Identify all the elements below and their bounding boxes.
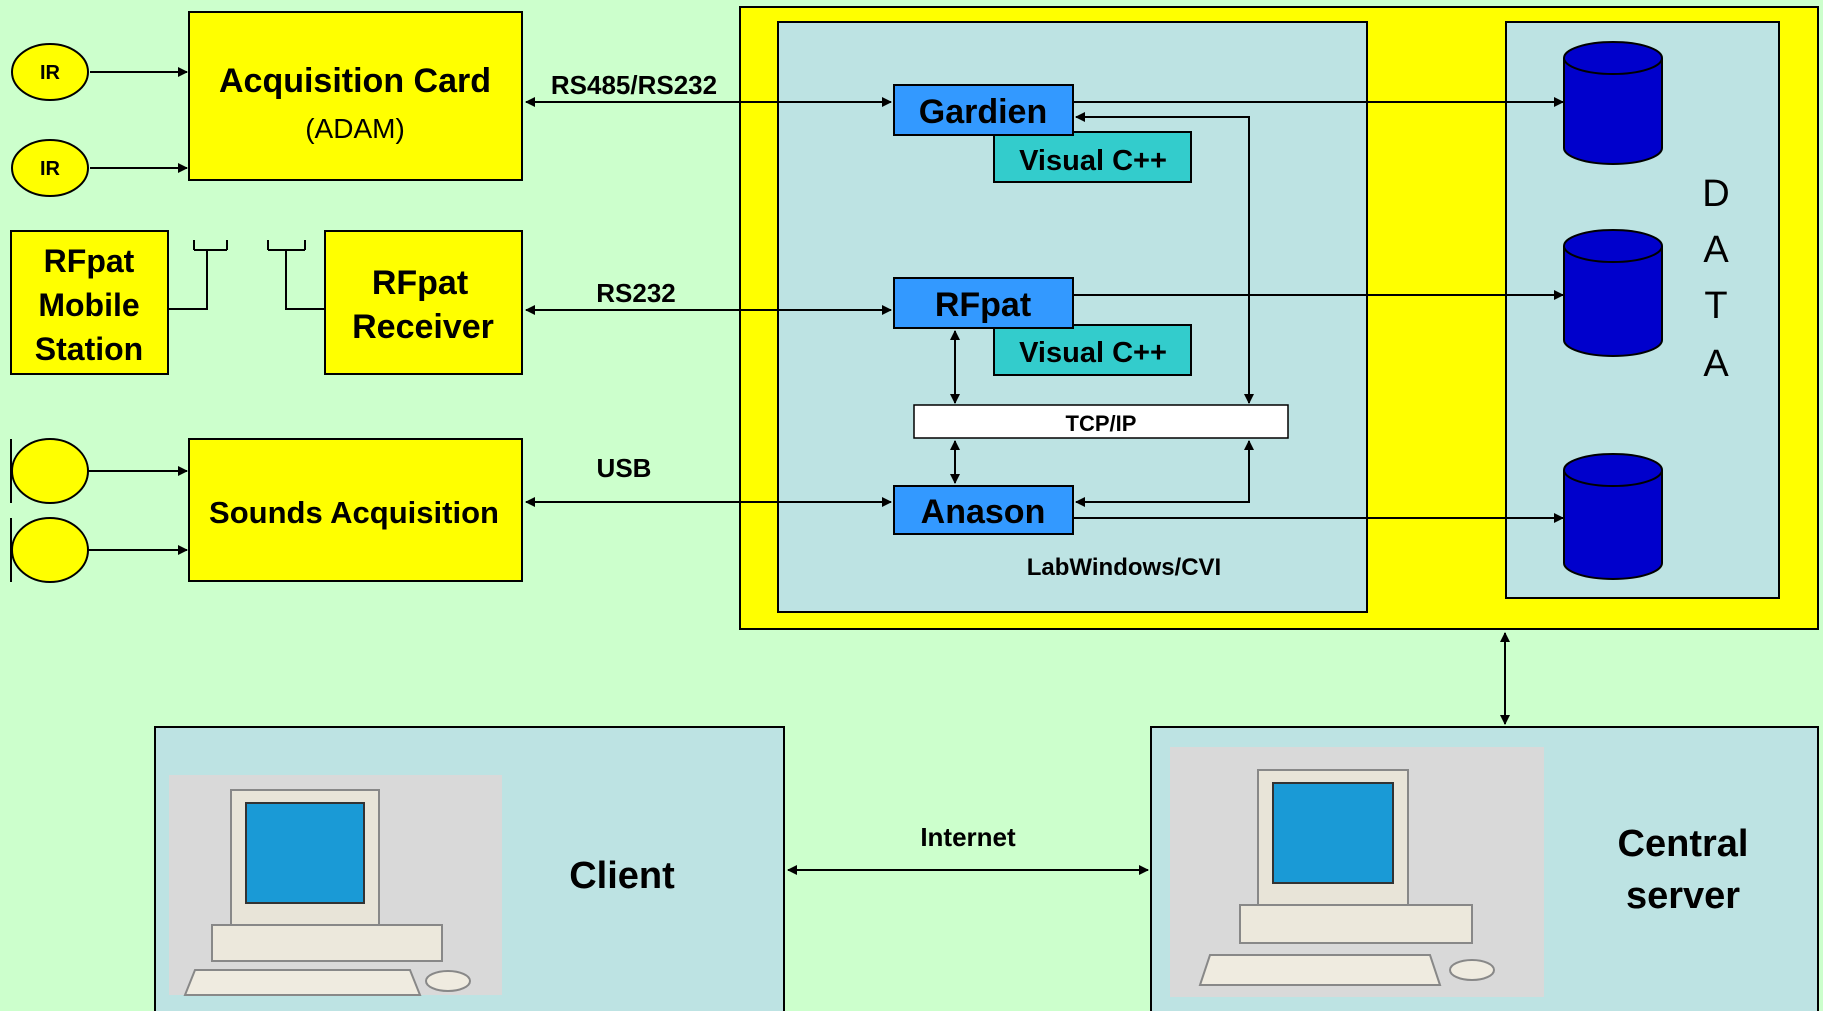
data-letter-d: D <box>1702 173 1729 215</box>
central-server-panel: Central server <box>1150 726 1819 1011</box>
usb-label: USB <box>597 453 652 483</box>
antenna-icon <box>168 240 228 310</box>
ir-top-label: IR <box>40 62 61 84</box>
central-server-line2: server <box>1626 875 1740 917</box>
database-icon <box>1563 229 1663 357</box>
client-label: Client <box>569 855 675 897</box>
computer-icon <box>1170 747 1544 997</box>
rs485-label: RS485/RS232 <box>551 70 717 100</box>
data-letter-a1: A <box>1703 229 1729 271</box>
internet-label: Internet <box>920 822 1016 852</box>
ir-bottom-label: IR <box>40 158 61 180</box>
rfpat-mobile-station-box: RFpat Mobile Station <box>10 230 169 375</box>
ir-sensor-bottom: IR <box>11 139 89 197</box>
rfpat-module <box>893 277 1074 329</box>
rs232-label: RS232 <box>596 278 676 308</box>
database-icon <box>1563 41 1663 165</box>
anason-module <box>893 485 1074 535</box>
rfpat-receiver-line2: Receiver <box>352 308 494 346</box>
database-icon <box>1563 453 1663 580</box>
computer-icon <box>169 775 502 996</box>
rfpat-mobile-line2: Mobile <box>38 287 139 323</box>
sounds-acquisition-label: Sounds Acquisition <box>209 495 499 530</box>
gardien-label: Gardien <box>919 93 1047 131</box>
antenna-icon <box>267 240 325 310</box>
rfpat-label: RFpat <box>935 286 1031 324</box>
ir-sensor-top: IR <box>11 43 89 101</box>
microphone-sensor-bottom <box>10 517 89 583</box>
rfpat-receiver-line1: RFpat <box>372 264 468 302</box>
data-letter-a2: A <box>1703 343 1729 385</box>
gardien-tcpip-link <box>1075 112 1254 404</box>
rfpat-receiver-box: RFpat Receiver <box>324 230 523 375</box>
rfpat-mobile-line1: RFpat <box>44 243 135 279</box>
labwindows-label: LabWindows/CVI <box>1027 554 1221 581</box>
tcpip-bus <box>913 404 1289 439</box>
data-letter-t: T <box>1704 285 1727 327</box>
acquisition-card-title: Acquisition Card <box>219 62 491 100</box>
gardien-lang-label: Visual C++ <box>1019 145 1167 177</box>
rfpat-mobile-line3: Station <box>35 331 143 367</box>
central-server-line1: Central <box>1618 823 1749 865</box>
client-panel: Client <box>154 726 785 1011</box>
gardien-module <box>893 84 1074 136</box>
sounds-acquisition-box: Sounds Acquisition <box>188 438 523 582</box>
microphone-sensor-top <box>10 438 89 504</box>
anason-tcpip-return-link <box>1075 440 1254 507</box>
acquisition-card-box: Acquisition Card (ADAM) <box>188 11 523 181</box>
anason-label: Anason <box>921 493 1046 531</box>
acquisition-card-subtitle: (ADAM) <box>305 113 405 144</box>
tcpip-label: TCP/IP <box>1066 411 1137 436</box>
rfpat-lang-label: Visual C++ <box>1019 337 1167 369</box>
